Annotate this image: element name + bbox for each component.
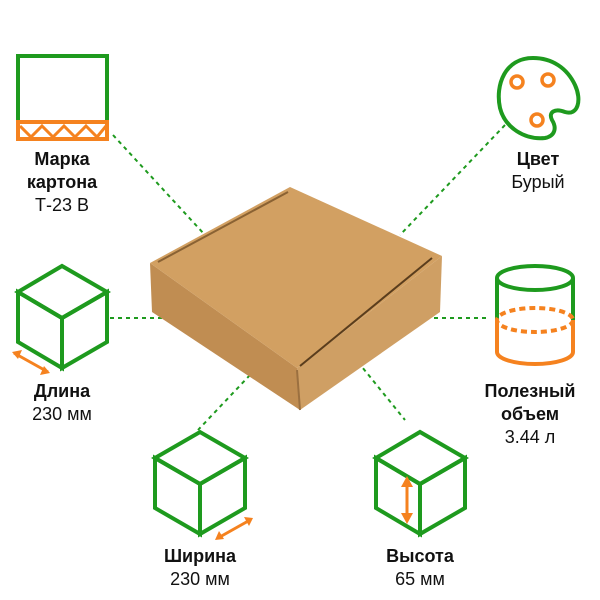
- spec-height-title: Высота: [386, 546, 454, 566]
- spec-length: Длина 230 мм: [0, 380, 142, 426]
- spec-height: Высота 65 мм: [340, 545, 500, 591]
- cube-width-icon: [151, 429, 253, 540]
- spec-length-title: Длина: [33, 381, 91, 401]
- spec-volume: Полезный объем 3.44 л: [450, 380, 600, 449]
- spec-volume-title: Полезный объем: [484, 381, 576, 424]
- spec-height-value: 65 мм: [395, 569, 445, 589]
- cardboard-icon: [16, 54, 109, 141]
- cylinder-volume-icon: [495, 264, 575, 366]
- spec-length-value: 230 мм: [32, 404, 92, 424]
- cube-height-icon: [372, 429, 469, 538]
- spec-color-value: Бурый: [511, 172, 565, 192]
- spec-color-title: Цвет: [516, 149, 560, 169]
- cube-length-icon: [12, 263, 111, 375]
- spec-volume-value: 3.44 л: [504, 427, 556, 447]
- cardboard-box-image: [150, 187, 442, 411]
- spec-width: Ширина 230 мм: [120, 545, 280, 591]
- spec-grade: Марка картона Т-23 В: [0, 148, 142, 217]
- spec-grade-title: Марка картона: [26, 149, 98, 192]
- connector-lines: [110, 124, 506, 431]
- spec-width-title: Ширина: [163, 546, 237, 566]
- spec-color: Цвет Бурый: [458, 148, 600, 194]
- spec-grade-value: Т-23 В: [34, 195, 90, 215]
- palette-icon: [496, 55, 581, 141]
- spec-width-value: 230 мм: [170, 569, 230, 589]
